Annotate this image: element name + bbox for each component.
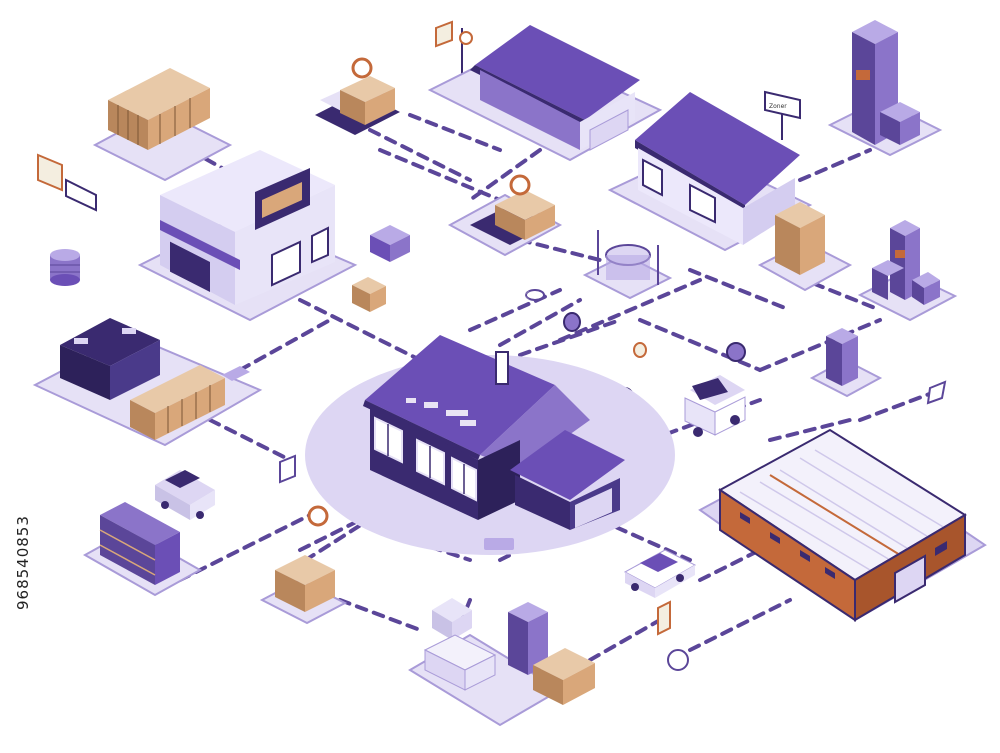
- warehouse-house-right: [607, 92, 813, 252]
- delivery-van-center-right: [684, 375, 746, 437]
- processing-machine: [582, 230, 673, 300]
- pallet-stack-bottom-left: [82, 502, 203, 597]
- tall-stack-top-right: [827, 20, 943, 157]
- stack-right-middle: [857, 220, 958, 322]
- central-hub-house: [305, 335, 675, 555]
- storage-block-left: [32, 318, 263, 447]
- delivery-cart-top: [315, 57, 400, 135]
- flag-markers-top: [435, 20, 473, 75]
- brick-warehouse: [698, 428, 987, 622]
- loading-station-bottom: [408, 598, 595, 727]
- signboard-zoner: Zoner: [764, 90, 801, 140]
- box-stack-bottom: [259, 555, 348, 625]
- car-left: [155, 470, 215, 520]
- store-building: [137, 150, 358, 322]
- small-box-mid-left: [352, 277, 386, 312]
- box-stack-right: [757, 202, 853, 292]
- warehouse-top-center: [427, 25, 663, 162]
- pallet-boxes-top-left: [92, 68, 233, 182]
- sign-icons-left: [37, 153, 97, 212]
- signboard-label: Zoner: [769, 103, 787, 110]
- stack-right-lower: [809, 328, 883, 398]
- small-crate: [370, 225, 410, 262]
- stock-watermark: Adobe Stock: [430, 285, 531, 304]
- coin-stack-icon: [50, 249, 80, 286]
- stock-image-id: 968540853: [14, 515, 32, 610]
- car-bottom-right: [623, 549, 697, 598]
- delivery-cart-center: [447, 174, 563, 257]
